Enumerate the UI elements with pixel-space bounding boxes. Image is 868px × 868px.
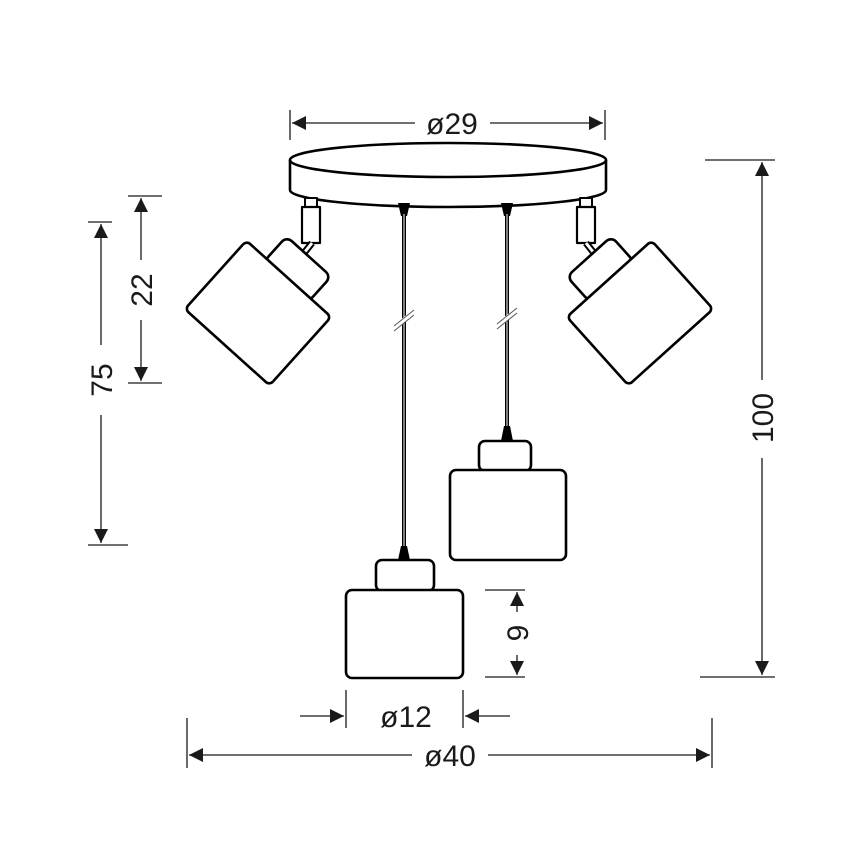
right-spotlight (567, 197, 713, 385)
dimension-overall-diameter: ø40 (186, 718, 713, 773)
label-overall-diameter: ø40 (424, 740, 476, 773)
label-shade-height: 9 (502, 625, 535, 642)
pendant-short (448, 203, 568, 562)
dimension-canopy-diameter: ø29 (289, 108, 606, 141)
dimension-spot-drop: 75 (86, 221, 128, 546)
label-canopy-diameter: ø29 (426, 108, 478, 141)
pendant-long (344, 203, 465, 680)
label-total-height: 100 (747, 393, 780, 443)
dimension-spot-height: 22 (126, 195, 162, 384)
ceiling-canopy (288, 141, 608, 209)
dimension-shade-diameter: ø12 (300, 690, 510, 734)
label-spot-height: 22 (126, 273, 159, 306)
left-spotlight (185, 197, 331, 385)
dimension-shade-height: 9 (485, 589, 535, 678)
label-spot-drop: 75 (86, 363, 119, 396)
label-shade-diameter: ø12 (380, 701, 432, 734)
dimension-total-height: 100 (700, 159, 780, 678)
